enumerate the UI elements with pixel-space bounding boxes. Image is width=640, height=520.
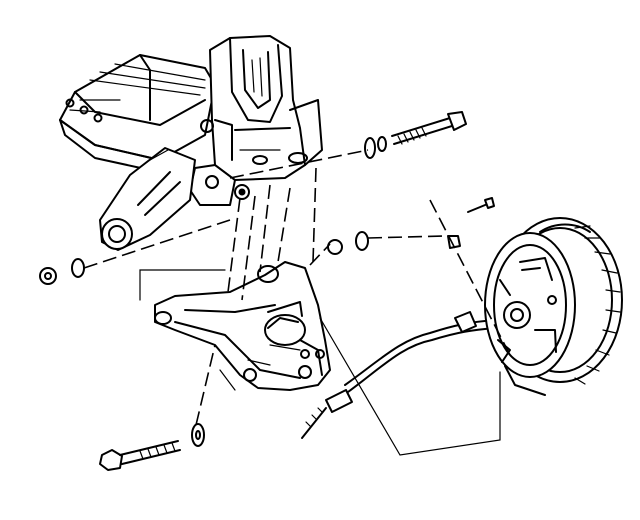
- brake-cable: [301, 311, 546, 439]
- pivot-bolt-upper: [364, 111, 467, 159]
- washers-and-nuts: [39, 231, 461, 285]
- brake-backing-plate: [484, 232, 576, 378]
- axle-housing-frame: [59, 54, 216, 171]
- lower-control-arm: [154, 261, 331, 391]
- pivot-bolt-lower: [99, 423, 205, 471]
- alignment-lines: [83, 149, 511, 456]
- trailing-arm: [99, 147, 196, 251]
- retaining-clip: [467, 197, 495, 213]
- coil-spring-seat-bracket: [189, 35, 323, 206]
